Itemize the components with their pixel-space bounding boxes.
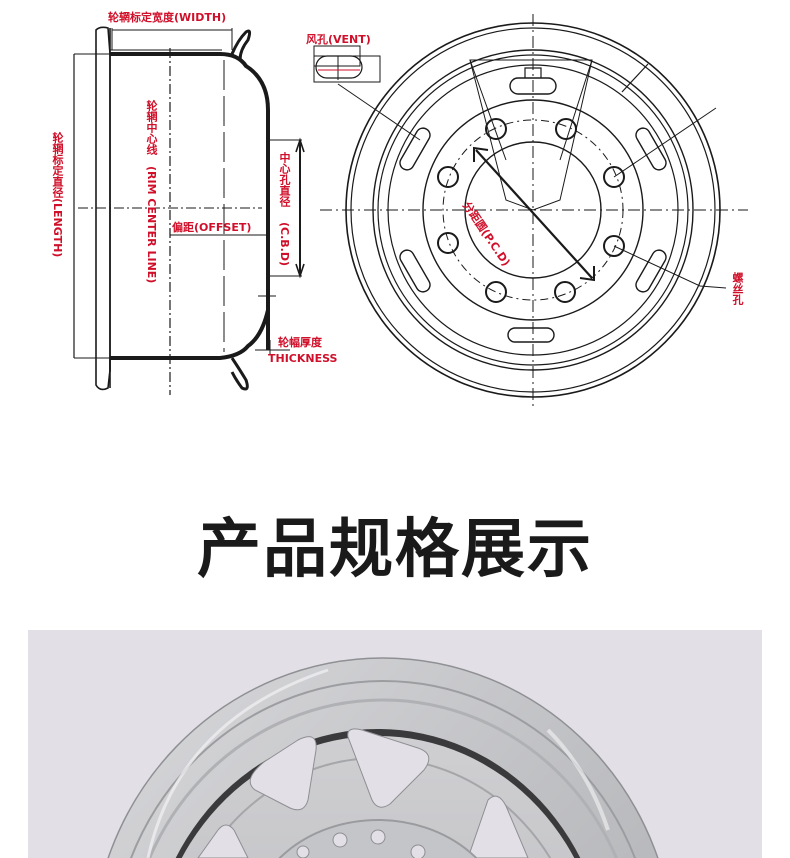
cbd-label-cn: 中心孔直径: [278, 152, 291, 207]
length-label: 轮辋标定直径: [51, 132, 64, 198]
length-label-en: (LENGTH): [51, 198, 64, 258]
wheel-drawing: [73, 14, 748, 408]
center-line-label-en: (RIM CENTER LINE): [145, 166, 158, 284]
width-label: 轮辋标定宽度(WIDTH): [108, 11, 227, 24]
steel-wheel-photo: [107, 657, 659, 858]
thickness-label-cn: 轮幅厚度: [278, 336, 322, 349]
product-photo: [28, 630, 762, 858]
wheel-spec-diagram: 轮辋标定宽度(WIDTH) 轮辋标定直径 (LENGTH) 轮辋中心线 (RIM…: [51, 11, 748, 408]
bolt-hole-label: 螺丝孔: [731, 272, 744, 305]
thickness-label-en: THICKNESS: [268, 352, 338, 365]
section-title: 产品规格展示: [197, 513, 593, 587]
center-line-label-cn: 轮辋中心线: [145, 100, 158, 155]
length-label-cn: 轮辋标定直径: [51, 132, 64, 198]
cbd-label-en: (C.B.D): [278, 222, 291, 266]
offset-label: 偏距(OFFSET): [172, 221, 252, 234]
vent-label: 风孔(VENT): [306, 33, 371, 46]
